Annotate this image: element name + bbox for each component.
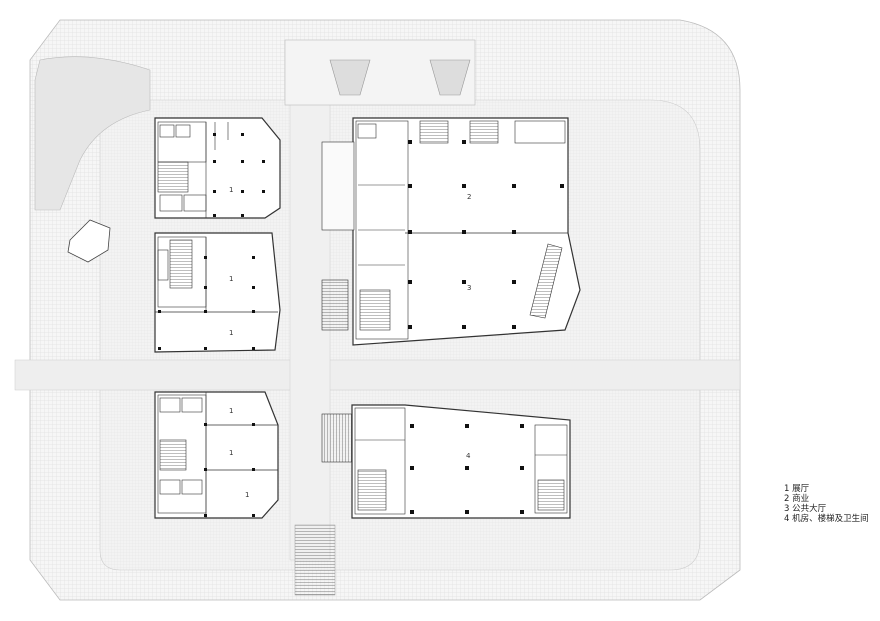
- room-number: 1: [229, 275, 233, 283]
- room-number: 3: [467, 284, 471, 292]
- building-e-columns: [410, 424, 524, 514]
- building-e: [351, 404, 571, 519]
- east-west-street: [14, 359, 741, 391]
- building-c-partitions: [206, 424, 278, 471]
- room-number: 1: [229, 407, 233, 415]
- building-a: [154, 117, 281, 219]
- building-d-columns: [408, 140, 564, 329]
- room-number: 1: [229, 186, 233, 194]
- building-d: [352, 117, 581, 346]
- sculpture: [67, 219, 111, 263]
- escalator: [529, 243, 563, 319]
- building-c-service-core: [157, 392, 207, 518]
- building-a-columns: [213, 133, 265, 217]
- legend: 1 展厅 2 商业 3 公共大厅 4 机房、楼梯及卫生间: [784, 484, 869, 524]
- south-steps: [294, 524, 336, 596]
- room-number: 1: [229, 449, 233, 457]
- room-number: 4: [466, 452, 471, 460]
- building-e-service-core: [354, 407, 568, 515]
- exterior-stair: [321, 279, 349, 331]
- legend-item: 3 公共大厅: [784, 504, 827, 514]
- building-c: [154, 391, 279, 519]
- canopy-block: [321, 141, 355, 231]
- building-b-service-core: [157, 236, 207, 312]
- room-number: 1: [229, 329, 233, 337]
- legend-item: 4 机房、楼梯及卫生间: [784, 514, 869, 524]
- legend-item: 2 商业: [784, 494, 810, 504]
- room-number: 1: [245, 491, 249, 499]
- exterior-stair: [321, 413, 353, 463]
- building-c-columns: [204, 423, 255, 517]
- building-b-columns: [158, 256, 255, 350]
- planting-area: [34, 56, 151, 211]
- room-number: 2: [467, 193, 471, 201]
- entrance-canopy: [329, 59, 471, 96]
- legend-item: 1 展厅: [784, 484, 810, 494]
- building-d-service-core: [355, 120, 566, 340]
- building-a-service-core: [157, 121, 229, 218]
